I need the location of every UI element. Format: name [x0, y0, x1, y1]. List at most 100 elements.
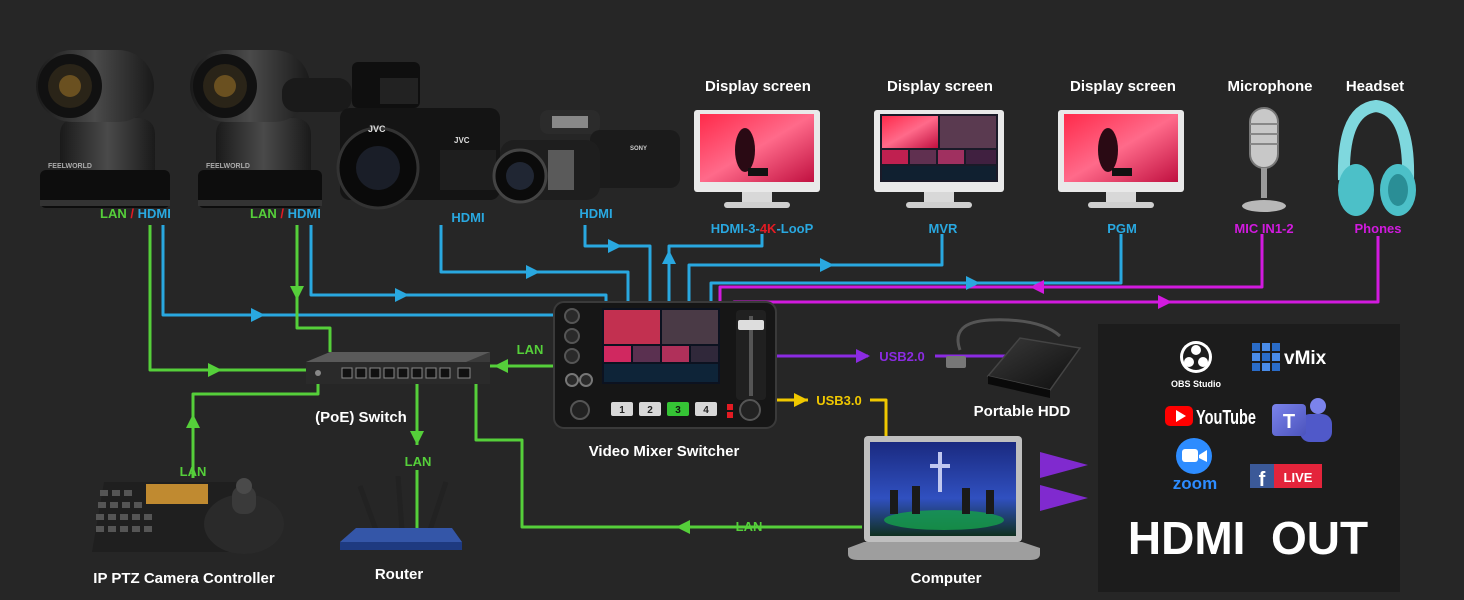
- arrow-down-icon: [410, 431, 424, 445]
- camera-brand: FEELWORLD: [206, 163, 250, 170]
- arrow-right-icon: [208, 363, 222, 377]
- zoom-logo-icon: [1176, 438, 1212, 474]
- teams-logo-icon: T: [1272, 398, 1332, 442]
- cam2-hdmi-label: HDMI: [288, 206, 321, 221]
- cable-cam1-lan: [148, 225, 306, 372]
- streaming-panel: OBS Studio vMix YouTube T zoom: [1098, 324, 1400, 592]
- arrow-down-icon: [290, 286, 304, 300]
- arrow-left-icon: [676, 520, 690, 534]
- obs-logo-icon: [1180, 341, 1212, 373]
- input-4-label: 4: [703, 405, 709, 416]
- input-1-button[interactable]: [611, 402, 633, 416]
- mic-in-port-label: MIC IN1-2: [1234, 221, 1293, 236]
- router-lan-label: LAN: [405, 454, 432, 469]
- camera-brand: FEELWORLD: [48, 163, 92, 170]
- arrow-right-icon: [1040, 485, 1088, 511]
- monitor-icon: [694, 110, 820, 208]
- cam2-sep: /: [280, 206, 284, 221]
- svg-text:JVC: JVC: [454, 136, 470, 145]
- cable-mvr-out: [687, 234, 944, 303]
- cable-camcorder2-hdmi: [583, 225, 652, 303]
- microphone-icon: [1242, 107, 1286, 212]
- router-icon: [340, 475, 462, 550]
- computer-label: Computer: [911, 570, 982, 587]
- youtube-logo-icon: [1165, 406, 1193, 426]
- cam1-port-label: LAN / HDMI: [100, 206, 171, 221]
- cam1-lan-label: LAN: [100, 206, 127, 221]
- monitor-icon: [1058, 110, 1184, 208]
- input-1-label: 1: [619, 405, 625, 416]
- mixer-label: Video Mixer Switcher: [589, 443, 740, 460]
- arrows: [186, 239, 1172, 534]
- usb3-label: USB3.0: [816, 393, 862, 408]
- arrow-right-icon: [608, 239, 622, 253]
- pgm-port-label: PGM: [1107, 221, 1137, 236]
- cable-controller-lan: [191, 384, 320, 478]
- vmix-label: vMix: [1284, 348, 1327, 369]
- display-1-label: Display screen: [705, 78, 811, 95]
- monitor-icon: [874, 110, 1004, 208]
- ptz-controller-label: IP PTZ Camera Controller: [93, 570, 275, 587]
- mvr-port-label: MVR: [929, 221, 959, 236]
- cable-computer-lan: [474, 384, 862, 529]
- cam1-hdmi-label: HDMI: [138, 206, 171, 221]
- headphones-icon: [1337, 99, 1416, 216]
- mixer-lan-label: LAN: [517, 342, 544, 357]
- camcorder-icon: JVC JVC: [282, 62, 500, 210]
- camcorder-icon: SONY: [492, 110, 680, 204]
- cam2-port-label: LAN / HDMI: [250, 206, 321, 221]
- input-2-button[interactable]: [639, 402, 661, 416]
- camcorder1-hdmi-label: HDMI: [451, 210, 484, 225]
- cam2-lan-label: LAN: [250, 206, 277, 221]
- arrow-left-icon: [494, 359, 508, 373]
- svg-text:SONY: SONY: [630, 146, 647, 152]
- svg-text:JVC: JVC: [368, 124, 386, 134]
- joystick-controller-icon: [92, 478, 284, 554]
- arrow-right-icon: [856, 349, 870, 363]
- poe-switch-label: (PoE) Switch: [315, 409, 407, 426]
- input-4-button[interactable]: [695, 402, 717, 416]
- input-3-button[interactable]: [667, 402, 689, 416]
- controller-lan-label: LAN: [180, 464, 207, 479]
- portable-hdd-label: Portable HDD: [974, 403, 1071, 420]
- input-3-label: 3: [675, 405, 681, 416]
- loop-port-label: HDMI-3-4K-LooP: [711, 221, 814, 236]
- hard-drive-icon: [946, 318, 1082, 398]
- cable-usb3-b: [870, 398, 888, 438]
- microphone-label: Microphone: [1228, 78, 1313, 95]
- cable-camcorder1-hdmi: [439, 225, 630, 303]
- phones-port-label: Phones: [1355, 221, 1402, 236]
- video-mixer-icon: 1 2 3 4: [553, 301, 777, 429]
- arrow-right-icon: [966, 276, 980, 290]
- svg-text:f: f: [1259, 469, 1266, 491]
- arrow-right-icon: [526, 265, 540, 279]
- loop-4k: 4K: [760, 221, 777, 236]
- display-2-label: Display screen: [887, 78, 993, 95]
- fb-live-label: LIVE: [1284, 470, 1313, 485]
- loop-suffix: -LooP: [776, 221, 813, 236]
- arrow-right-icon: [1040, 452, 1088, 478]
- laptop-icon: [848, 436, 1040, 560]
- obs-label: OBS Studio: [1171, 379, 1221, 389]
- camcorder2-hdmi-label: HDMI: [579, 206, 612, 221]
- cable-pgm-out: [709, 234, 1123, 303]
- network-switch-icon: [306, 352, 490, 384]
- arrow-right-icon: [1158, 295, 1172, 309]
- zoom-label: zoom: [1173, 474, 1217, 493]
- ptz-camera-icon: FEELWORLD: [190, 50, 322, 208]
- usb2-label: USB2.0: [879, 349, 925, 364]
- cam1-sep: /: [130, 206, 134, 221]
- cable-cam1-hdmi: [161, 225, 556, 317]
- router-label: Router: [375, 566, 423, 583]
- ptz-camera-icon: FEELWORLD: [36, 50, 170, 208]
- facebook-logo-icon: f: [1250, 464, 1322, 491]
- youtube-label: YouTube: [1196, 407, 1256, 429]
- loop-prefix: HDMI-3-: [711, 221, 760, 236]
- arrow-left-icon: [1030, 280, 1044, 294]
- cable-loop-out: [667, 234, 764, 303]
- arrow-right-icon: [820, 258, 834, 272]
- arrow-right-icon: [794, 393, 808, 407]
- arrow-right-icon: [395, 288, 409, 302]
